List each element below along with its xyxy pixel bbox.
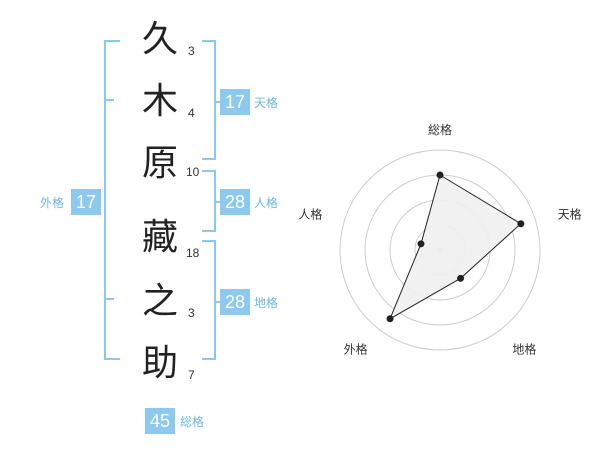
name-char-4: 藏 — [141, 217, 178, 258]
radar-area — [388, 174, 522, 320]
name-char-6: 助 — [141, 343, 178, 384]
radar-point-3 — [457, 274, 465, 282]
chikaku-connector — [214, 301, 222, 303]
name-char-3: 原 — [141, 143, 178, 184]
chikaku-bracket-vertical — [214, 240, 216, 360]
jinkaku-bracket-top — [202, 170, 216, 172]
radar-point-2 — [517, 220, 525, 228]
gaikaku-tick-1 — [104, 99, 114, 101]
tenkaku-label: 天格 — [254, 96, 279, 110]
gaikaku-bracket-top — [104, 40, 120, 42]
soukaku-label: 総格 — [180, 415, 205, 429]
stroke-count-3: 10 — [186, 165, 200, 179]
chikaku-label: 地格 — [254, 296, 279, 310]
jinkaku-connector — [214, 201, 222, 203]
radar-point-5 — [417, 240, 425, 248]
radar-axis-label-4: 外格 — [344, 342, 368, 357]
jinkaku-bracket-bottom — [202, 230, 216, 232]
soukaku-badge: 45 — [145, 408, 175, 434]
gaikaku-label: 外格 — [40, 196, 65, 210]
tenkaku-bracket-bottom — [202, 158, 216, 160]
tenkaku-connector — [214, 101, 222, 103]
radar-axis-label-1: 総格 — [428, 122, 452, 137]
name-char-1: 久 — [141, 19, 178, 60]
radar-axis-label-3: 地格 — [512, 342, 536, 357]
stroke-count-2: 4 — [188, 106, 195, 120]
stroke-count-6: 7 — [188, 368, 195, 382]
chikaku-bracket-bottom — [202, 358, 216, 360]
radar-point-4 — [386, 315, 394, 323]
gaikaku-tick-2 — [104, 298, 114, 300]
chikaku-badge: 28 — [220, 289, 250, 315]
name-char-2: 木 — [141, 81, 178, 122]
jinkaku-badge: 28 — [220, 189, 250, 215]
gaikaku-bracket-vertical — [104, 40, 106, 360]
radar-points — [386, 171, 525, 323]
radar-axis-label-5: 人格 — [298, 207, 322, 222]
tenkaku-badge: 17 — [220, 89, 250, 115]
stroke-count-1: 3 — [188, 44, 195, 58]
gaikaku-bracket-bottom — [104, 358, 120, 360]
radar-axis-label-2: 天格 — [558, 207, 582, 222]
radar-point-1 — [436, 171, 444, 179]
chikaku-bracket-top — [202, 240, 216, 242]
tenkaku-bracket-vertical — [214, 40, 216, 160]
jinkaku-label: 人格 — [254, 196, 279, 210]
name-char-5: 之 — [141, 281, 178, 322]
tenkaku-bracket-top — [202, 40, 216, 42]
stroke-count-4: 18 — [186, 246, 200, 260]
radar-ring-4 — [339, 149, 541, 351]
gaikaku-badge: 17 — [71, 189, 101, 215]
stroke-count-5: 3 — [188, 306, 195, 320]
